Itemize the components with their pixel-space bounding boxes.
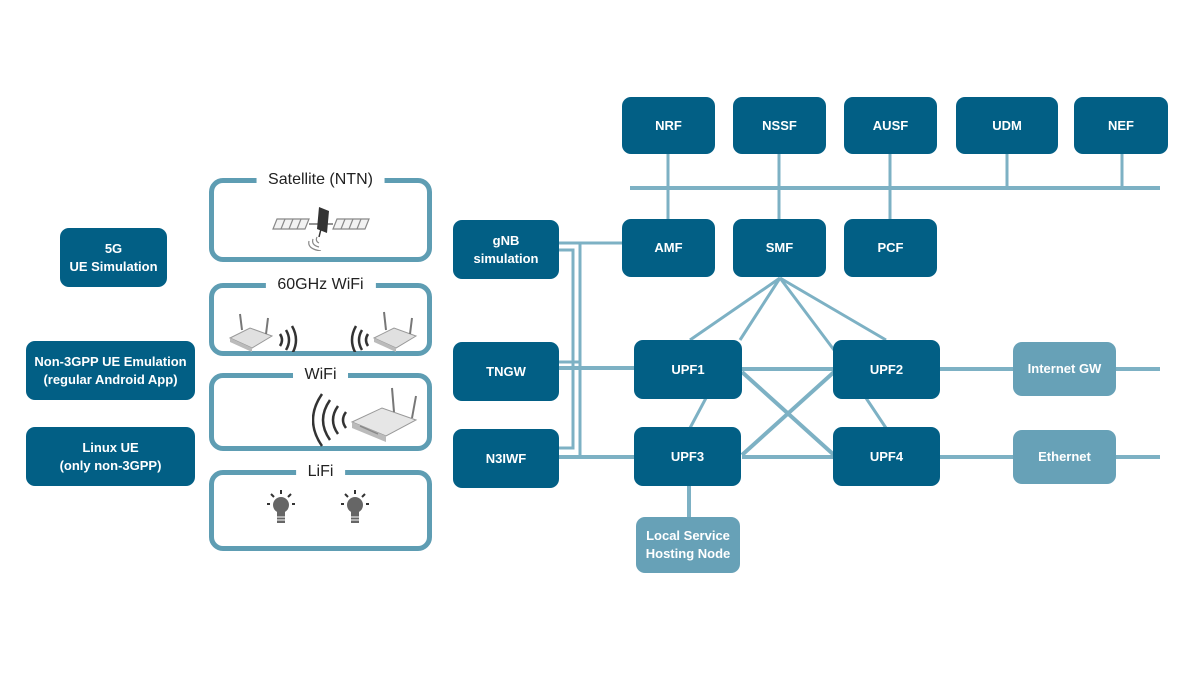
node-label: NSSF xyxy=(762,117,797,133)
group-title: Satellite (NTN) xyxy=(256,170,385,190)
node-upf2[interactable]: UPF2 xyxy=(833,340,940,399)
access-group-60ghz-wifi: 60GHz WiFi xyxy=(209,275,432,356)
link-upf3-upf2 xyxy=(740,370,836,457)
node-tngw[interactable]: TNGW xyxy=(453,342,559,401)
node-label: Internet GW xyxy=(1027,361,1102,376)
node-upf4[interactable]: UPF4 xyxy=(833,427,940,486)
link-smf-upf2a xyxy=(778,277,836,351)
light-bulb-icon xyxy=(267,490,295,523)
access-group-wifi: WiFi xyxy=(209,365,432,451)
node-smf[interactable]: SMF xyxy=(733,219,826,277)
node-label: NRF xyxy=(655,117,682,133)
router-pair-icon xyxy=(228,311,418,352)
link-upf2-upf4 xyxy=(864,397,888,429)
node-label: UPF2 xyxy=(869,361,904,377)
node-label: Ethernet xyxy=(1038,449,1091,464)
ue-non3gpp-emulation[interactable]: Non-3GPP UE Emulation (regular Android A… xyxy=(26,341,195,400)
group-title: LiFi xyxy=(295,462,346,482)
node-upf3[interactable]: UPF3 xyxy=(634,427,741,486)
node-label: Local Service Hosting Node xyxy=(645,528,731,561)
node-local-service-hosting[interactable]: Local Service Hosting Node xyxy=(636,517,740,573)
node-amf[interactable]: AMF xyxy=(622,219,715,277)
access-group-satellite: Satellite (NTN) xyxy=(209,170,432,262)
node-internet-gw[interactable]: Internet GW xyxy=(1013,342,1116,396)
node-label: UDM xyxy=(992,117,1022,133)
node-label: AMF xyxy=(654,240,683,255)
node-label: AUSF xyxy=(872,117,909,133)
node-ethernet[interactable]: Ethernet xyxy=(1013,430,1116,484)
node-label: TNGW xyxy=(486,363,526,379)
node-label: UPF3 xyxy=(670,448,705,464)
node-nssf[interactable]: NSSF xyxy=(733,97,826,154)
satellite-icon xyxy=(272,207,370,251)
link-smf-upf2b xyxy=(779,276,887,342)
node-upf1[interactable]: UPF1 xyxy=(634,340,742,399)
node-gnb-simulation[interactable]: gNB simulation xyxy=(453,220,559,279)
ue-linux[interactable]: Linux UE (only non-3GPP) xyxy=(26,427,195,486)
link-upf1-upf3 xyxy=(688,397,708,429)
node-pcf[interactable]: PCF xyxy=(844,219,937,277)
link-smf-upf1a xyxy=(689,276,781,342)
node-label: Non-3GPP UE Emulation (regular Android A… xyxy=(34,353,187,387)
access-group-lifi: LiFi xyxy=(209,462,432,551)
node-label: NEF xyxy=(1108,117,1134,133)
node-nrf[interactable]: NRF xyxy=(622,97,715,154)
node-n3iwf[interactable]: N3IWF xyxy=(453,429,559,488)
node-ausf[interactable]: AUSF xyxy=(844,97,937,154)
node-label: UPF1 xyxy=(671,361,705,377)
node-label: gNB simulation xyxy=(473,232,539,266)
node-label: N3IWF xyxy=(485,450,527,466)
node-label: Linux UE (only non-3GPP) xyxy=(59,439,162,473)
link-smf-upf1b xyxy=(738,277,782,341)
light-bulb-icon xyxy=(341,490,369,523)
group-title: WiFi xyxy=(292,365,349,385)
ue-5g-simulation[interactable]: 5G UE Simulation xyxy=(60,228,167,287)
group-title: 60GHz WiFi xyxy=(265,275,376,295)
node-label: 5G UE Simulation xyxy=(69,240,158,274)
node-nef[interactable]: NEF xyxy=(1074,97,1168,154)
node-label: UPF4 xyxy=(869,448,904,464)
node-udm[interactable]: UDM xyxy=(956,97,1058,154)
node-label: SMF xyxy=(765,240,794,255)
link-gnb-trunk xyxy=(558,248,575,450)
node-label: PCF xyxy=(877,240,904,255)
wifi-router-icon xyxy=(312,387,418,447)
